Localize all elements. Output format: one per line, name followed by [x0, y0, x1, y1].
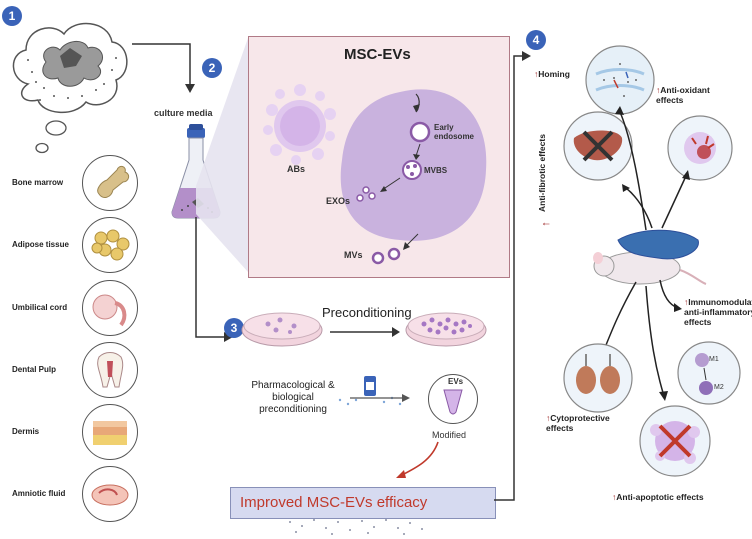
arrow-precondition	[330, 327, 400, 337]
bone-marrow-icon	[82, 155, 138, 211]
vesicle-diagram	[263, 84, 487, 265]
m2-label: M2	[714, 384, 724, 391]
source-label: Dermis	[12, 427, 40, 436]
improved-efficacy-label: Improved MSC-EVs efficacy	[240, 494, 428, 511]
dental-pulp-icon	[82, 342, 138, 398]
arrow-to-improved	[396, 441, 439, 478]
modified-label: Modified	[432, 430, 467, 440]
step-3-badge: 3	[224, 318, 244, 338]
mouse-hand-illustration	[593, 229, 707, 285]
mvbs-label: MVBS	[424, 166, 448, 175]
kidney-circle	[563, 343, 633, 413]
dermis-icon	[82, 404, 138, 460]
anti-fibrotic-arrow: ↑	[539, 221, 552, 227]
arrow-cloud-to-media	[132, 43, 195, 93]
exos-label: EXOs	[326, 196, 351, 206]
source-label: Dental Pulp	[12, 365, 57, 374]
m1-label: M1	[709, 356, 719, 363]
mvs-label: MVs	[344, 250, 363, 260]
abs-label: ABs	[287, 164, 306, 174]
immunomodulatory-effect: ↑Immunomodulatory/ anti-inflammatory eff…	[684, 297, 752, 327]
anti-oxidant-circle	[667, 115, 733, 181]
adipose-tissue-icon	[82, 217, 138, 273]
step-4-badge: 4	[526, 30, 546, 50]
early-endosome-label: Early endosome	[434, 123, 475, 141]
step-1-badge: 1	[2, 6, 22, 26]
arrow-to-effects	[494, 51, 531, 501]
liver-circle	[563, 111, 633, 181]
drug-vial-icon	[338, 376, 410, 406]
msc-evs-title: MSC-EVs	[344, 46, 411, 63]
zoom-wedge	[196, 38, 248, 272]
macrophage-circle	[677, 341, 741, 405]
source-label: Umbilical cord	[12, 303, 68, 312]
homing-effect: ↑Homing	[534, 69, 570, 79]
evs-tube-icon	[443, 389, 463, 415]
anti-apoptotic-effect: ↑Anti-apoptotic effects	[612, 492, 704, 502]
source-label: Bone marrow	[12, 178, 64, 187]
apoptosis-circle	[639, 405, 711, 477]
source-label: Amniotic fluid	[12, 489, 66, 498]
umbilical-cord-icon	[82, 280, 138, 336]
improved-dots	[289, 519, 423, 535]
culture-media-label: culture media	[154, 108, 213, 118]
apoptotic-body	[263, 84, 336, 165]
evs-label: EVs	[448, 377, 464, 386]
improved-efficacy-box	[230, 487, 496, 519]
cytoprotective-effect: ↑Cytoprotective effects	[546, 413, 610, 433]
petri-dish-after	[405, 312, 487, 347]
anti-fibrotic-effect: Anti-fibrotic effects	[537, 134, 547, 212]
pharmacological-label: Pharmacological & biological preconditio…	[251, 380, 335, 415]
msc-cloud	[12, 22, 128, 154]
source-label: Adipose tissue	[12, 240, 69, 249]
anti-oxidant-effect: ↑Anti-oxidant effects	[656, 85, 710, 105]
preconditioning-label: Preconditioning	[322, 305, 412, 320]
petri-dish-before	[241, 312, 323, 347]
step-2-badge: 2	[202, 58, 222, 78]
amniotic-fluid-icon	[82, 466, 138, 522]
